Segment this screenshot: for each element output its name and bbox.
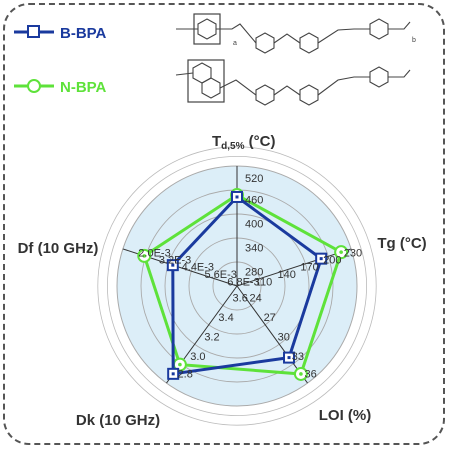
point-dot-N-BPA-tg: [339, 250, 343, 254]
tick-label-loi: 33: [292, 351, 304, 363]
legend: B-BPA N-BPA: [14, 25, 107, 96]
point-dot-B-BPA-td: [235, 195, 239, 199]
legend-circle-marker-icon: [27, 79, 41, 93]
tick-label-tg: 110: [255, 277, 273, 289]
tick-label-tg: 230: [344, 248, 362, 260]
tick-label-df: 3.2E-3: [159, 254, 191, 266]
tick-label-df: 2.0E-3: [138, 248, 170, 260]
tick-label-tg: 170: [300, 262, 318, 274]
tick-label-loi: 36: [304, 368, 316, 380]
spoke-tg: [236, 248, 352, 287]
tick-label-tg: 200: [323, 254, 341, 266]
outer-ring-1: [106, 155, 368, 417]
tick-label-td: 520: [245, 173, 263, 185]
point-dot-N-BPA-dk: [178, 362, 182, 367]
legend-label-b-bpa: B-BPA: [60, 25, 107, 42]
figure-frame: [3, 3, 445, 445]
tick-label-loi: 30: [278, 331, 290, 343]
tick-label-td: 340: [245, 243, 263, 255]
axis-title-tg: Tg (°C): [377, 235, 426, 252]
subscript-b: b: [412, 37, 416, 44]
series-line-B-BPA: [171, 194, 323, 376]
radar-axis-titles: Td,5% (°C) Tg (°C) LOI (%) Dk (10 GHz) Df (1…: [18, 133, 427, 429]
tick-label-df: 6.8E-3: [227, 277, 259, 289]
chemical-structure-b-bpa: a b: [176, 13, 416, 54]
tick-label-dk: 2.8: [178, 368, 193, 380]
axis-title-loi: LOI (%): [319, 407, 372, 424]
outer-ring-2: [97, 146, 377, 426]
point-dot-B-BPA-df: [171, 263, 175, 267]
axis-title-td: Td,5% (°C): [212, 133, 276, 152]
point-dot-N-BPA-loi: [299, 372, 303, 376]
subscript-a: a: [233, 40, 237, 47]
tick-label-loi: 24: [249, 293, 261, 305]
axis-title-dk: Dk (10 GHz): [76, 412, 160, 429]
series-line-N-BPA: [142, 193, 343, 376]
tick-label-tg: 140: [278, 269, 296, 281]
tick-label-dk: 3.0: [190, 351, 205, 363]
radar-series: [137, 188, 349, 381]
spoke-loi: [236, 285, 308, 384]
point-dot-B-BPA-dk: [171, 372, 175, 376]
tick-label-df: 5.6E-3: [204, 269, 236, 281]
tick-label-df: 4.4E-3: [182, 262, 214, 274]
tick-label-td: 400: [245, 219, 263, 231]
point-dot-B-BPA-loi: [287, 356, 291, 360]
tick-label-td: 460: [245, 195, 263, 207]
tick-label-td: 280: [245, 267, 263, 279]
tick-label-dk: 3.4: [218, 312, 233, 324]
tick-label-dk: 3.2: [204, 331, 219, 343]
legend-label-n-bpa: N-BPA: [60, 79, 107, 96]
tick-label-loi: 27: [264, 312, 276, 324]
axis-title-df: Df (10 GHz): [18, 240, 99, 257]
point-dot-N-BPA-df: [142, 254, 147, 258]
legend-square-marker-icon: [27, 25, 40, 38]
tick-label-dk: 3.6: [233, 293, 248, 305]
chemical-structure-n-bpa: [175, 59, 411, 106]
point-dot-B-BPA-tg: [319, 257, 323, 261]
